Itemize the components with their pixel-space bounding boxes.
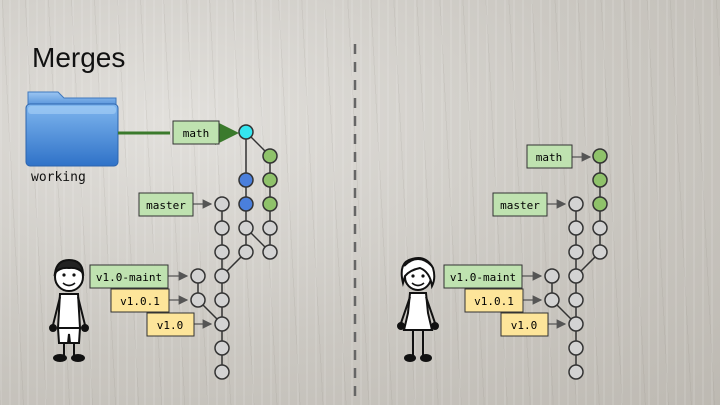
svg-text:v1.0: v1.0: [511, 319, 538, 332]
commit-node: [568, 292, 584, 308]
commit-node-blue: [238, 196, 254, 212]
commit-node: [568, 364, 584, 380]
commit-node: [238, 244, 254, 260]
commit-node: [568, 268, 584, 284]
folder-icon: [25, 91, 119, 167]
svg-text:v1.0: v1.0: [157, 319, 184, 332]
merge-commit-node: [238, 124, 254, 140]
commit-node: [190, 292, 206, 308]
commit-node-green: [262, 148, 278, 164]
branch-label-maint: v1.0-maint: [89, 264, 169, 289]
commit-node: [544, 268, 560, 284]
branch-label-master: master: [138, 192, 194, 217]
svg-text:math: math: [536, 151, 563, 164]
tag-label-v10: v1.0: [146, 312, 195, 337]
svg-text:v1.0-maint: v1.0-maint: [96, 271, 162, 284]
commit-node: [592, 220, 608, 236]
commit-node: [214, 244, 230, 260]
folder-label: working: [31, 170, 86, 185]
branch-label-master: master: [492, 192, 548, 217]
commit-node: [214, 364, 230, 380]
commit-node: [214, 340, 230, 356]
tag-label-v101: v1.0.1: [464, 288, 524, 313]
svg-text:math: math: [183, 127, 210, 140]
right-commit-graph: math master v1.0-maint v1.0.1 v1.0: [443, 144, 608, 380]
svg-text:master: master: [146, 199, 186, 212]
svg-text:v1.0-maint: v1.0-maint: [450, 271, 516, 284]
commit-node-green: [262, 172, 278, 188]
svg-text:master: master: [500, 199, 540, 212]
commit-node: [544, 292, 560, 308]
commit-node-blue: [238, 172, 254, 188]
left-commit-graph: math master v1.0-maint v1.0.1 v1.0: [89, 120, 278, 380]
commit-node: [214, 268, 230, 284]
commit-node: [262, 220, 278, 236]
branch-label-maint: v1.0-maint: [443, 264, 523, 289]
commit-node-green: [592, 196, 608, 212]
commit-node-green: [592, 172, 608, 188]
commit-node-green: [262, 196, 278, 212]
commit-node: [568, 340, 584, 356]
commit-node: [214, 316, 230, 332]
tag-label-v101: v1.0.1: [110, 288, 170, 313]
commit-node: [238, 220, 254, 236]
commit-node: [568, 244, 584, 260]
commit-node-green: [592, 148, 608, 164]
commit-node: [214, 220, 230, 236]
girl-figure-icon: [397, 257, 439, 362]
commit-node: [190, 268, 206, 284]
commit-node: [568, 196, 584, 212]
branch-label-math: math: [172, 120, 220, 145]
commit-node: [568, 316, 584, 332]
branch-label-math: math: [526, 144, 573, 169]
boy-figure-icon: [49, 258, 89, 362]
commit-node: [214, 196, 230, 212]
page-title: Merges: [32, 42, 126, 73]
commit-node: [262, 244, 278, 260]
commit-node: [592, 244, 608, 260]
svg-text:v1.0.1: v1.0.1: [120, 295, 160, 308]
tag-label-v10: v1.0: [500, 312, 549, 337]
svg-text:v1.0.1: v1.0.1: [474, 295, 514, 308]
commit-node: [214, 292, 230, 308]
commit-node: [568, 220, 584, 236]
